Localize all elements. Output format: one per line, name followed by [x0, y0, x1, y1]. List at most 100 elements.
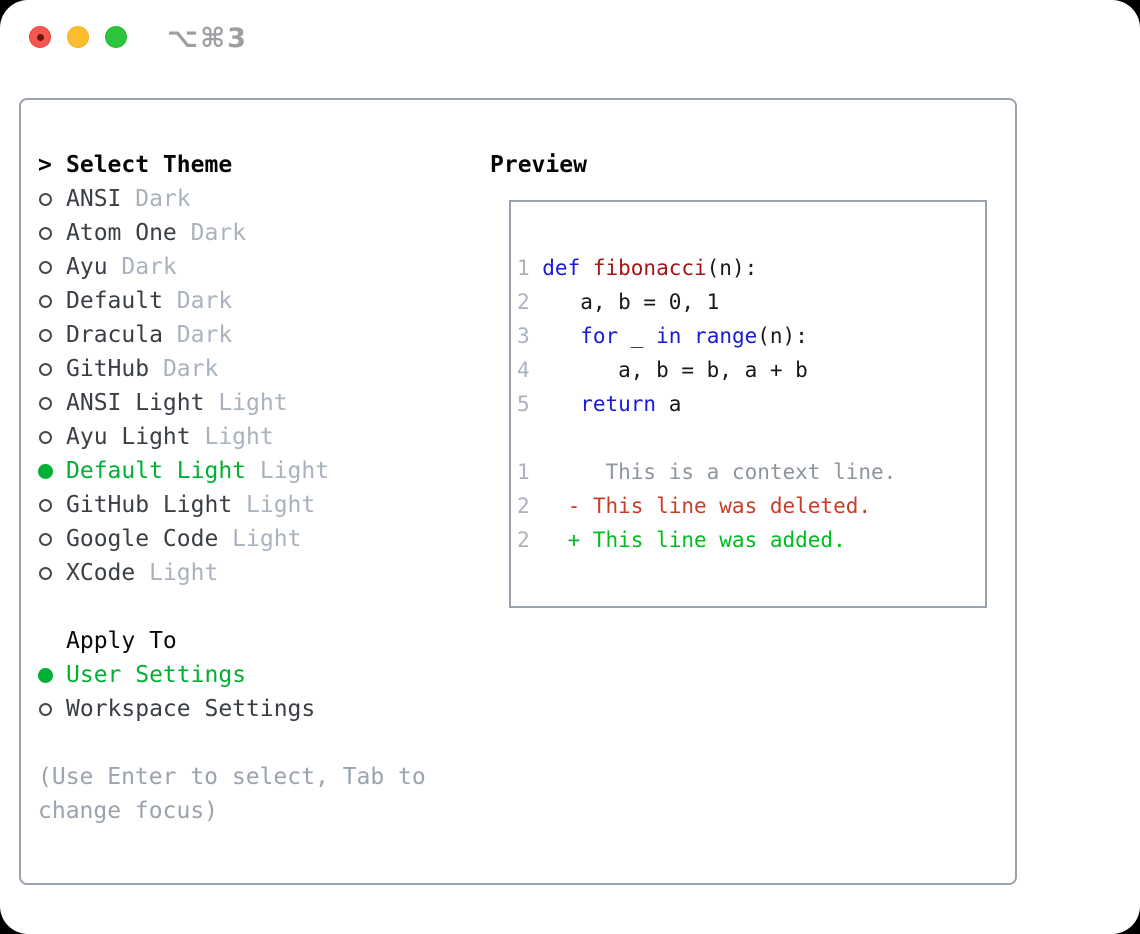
- code-token: [681, 319, 694, 353]
- theme-option-default[interactable]: Default Dark: [38, 284, 426, 318]
- line-number: 2: [517, 528, 530, 552]
- radio-icon: [38, 294, 66, 308]
- radio-circle: [39, 532, 52, 546]
- radio-circle: [39, 430, 52, 444]
- theme-variant: Dark: [176, 322, 233, 348]
- radio-circle: [38, 463, 53, 479]
- code-token: (n):: [757, 324, 808, 348]
- radio-icon: [38, 498, 66, 512]
- radio-circle: [39, 702, 52, 716]
- code-token: in: [656, 324, 682, 348]
- radio-icon: [38, 396, 66, 410]
- spacer: [517, 421, 985, 455]
- radio-icon: [38, 430, 66, 444]
- radio-circle: [39, 294, 52, 308]
- diff-text: This is a context line.: [542, 460, 897, 484]
- theme-option-ayu-light[interactable]: Ayu Light Light: [38, 420, 426, 454]
- radio-circle: [39, 226, 52, 240]
- theme-variant: Light: [259, 458, 330, 484]
- titlebar: ⌥⌘3: [0, 0, 1140, 74]
- radio-selected-icon: [38, 667, 66, 683]
- theme-name: XCode: [66, 560, 136, 586]
- code-token: a, b = b, a + b: [542, 358, 808, 382]
- theme-name: GitHub Light: [66, 492, 233, 518]
- theme-name: Default: [66, 288, 163, 314]
- theme-variant: Dark: [135, 186, 191, 212]
- apply-to-header: Apply To: [38, 624, 426, 658]
- apply-option-workspace-settings[interactable]: Workspace Settings: [38, 692, 426, 726]
- theme-option-default-light[interactable]: Default Light Light: [38, 454, 426, 488]
- diff-text: - This line was deleted.: [542, 494, 872, 518]
- radio-circle: [39, 566, 52, 580]
- apply-option-label: User Settings: [66, 662, 247, 688]
- code-line: 2 a, b = 0, 1: [517, 285, 985, 319]
- code-token: def: [542, 256, 593, 280]
- hint-line-1: (Use Enter to select, Tab to: [38, 764, 426, 790]
- radio-icon: [38, 328, 66, 342]
- theme-name: Default Light: [66, 458, 247, 484]
- line-number: 2: [517, 290, 530, 314]
- radio-icon: [38, 260, 66, 274]
- theme-option-dracula[interactable]: Dracula Dark: [38, 318, 426, 352]
- theme-option-xcode[interactable]: XCode Light: [38, 556, 426, 590]
- radio-icon: [38, 362, 66, 376]
- theme-option-atom-one[interactable]: Atom One Dark: [38, 216, 426, 250]
- theme-name: Ayu Light: [66, 424, 191, 450]
- code-line: 1 def fibonacci(n):: [517, 251, 985, 285]
- radio-circle: [39, 260, 52, 274]
- apply-option-user-settings[interactable]: User Settings: [38, 658, 426, 692]
- code-line: 5 return a: [517, 387, 985, 421]
- code-line: 3 for _ in range(n):: [517, 319, 985, 353]
- apply-option-label: Workspace Settings: [66, 696, 316, 722]
- code-line: 4 a, b = b, a + b: [517, 353, 985, 387]
- theme-name: Dracula: [66, 322, 163, 348]
- line-number: 2: [517, 494, 530, 518]
- theme-option-github-light[interactable]: GitHub Light Light: [38, 488, 426, 522]
- theme-name: ANSI Light: [66, 390, 205, 416]
- code-token: [542, 319, 580, 353]
- line-number: 1: [517, 256, 530, 280]
- radio-circle: [38, 667, 53, 683]
- radio-selected-icon: [38, 463, 66, 479]
- theme-variant: Light: [246, 492, 316, 518]
- theme-variant: Dark: [176, 288, 233, 314]
- zoom-button[interactable]: [105, 26, 127, 48]
- theme-variant: Dark: [190, 220, 247, 246]
- theme-variant: Light: [204, 424, 274, 450]
- code-token: for: [580, 324, 619, 348]
- theme-option-ansi-light[interactable]: ANSI Light Light: [38, 386, 426, 420]
- theme-name: Google Code: [66, 526, 219, 552]
- diff-text: + This line was added.: [542, 528, 846, 552]
- line-number: 3: [517, 324, 530, 348]
- minimize-button[interactable]: [67, 26, 89, 48]
- code-token: fibonacci: [592, 256, 707, 280]
- line-number: 4: [517, 358, 530, 382]
- theme-name: Atom One: [66, 220, 177, 246]
- window-title: ⌥⌘3: [167, 23, 248, 54]
- code-token: return: [580, 392, 657, 416]
- diff-line-context: 1 This is a context line.: [517, 455, 985, 489]
- traffic-lights: [29, 26, 127, 48]
- theme-variant: Light: [149, 560, 219, 586]
- theme-variant: Dark: [121, 254, 177, 280]
- cursor-arrow-icon: >: [38, 152, 52, 178]
- theme-variant: Light: [218, 390, 288, 416]
- close-button[interactable]: [29, 26, 51, 48]
- radio-icon: [38, 566, 66, 580]
- spacer: [38, 726, 426, 760]
- radio-circle: [39, 192, 52, 206]
- theme-name: GitHub: [66, 356, 150, 382]
- select-theme-label: Select Theme: [66, 152, 233, 178]
- code-token: range: [694, 324, 758, 348]
- code-token: (n):: [706, 256, 758, 280]
